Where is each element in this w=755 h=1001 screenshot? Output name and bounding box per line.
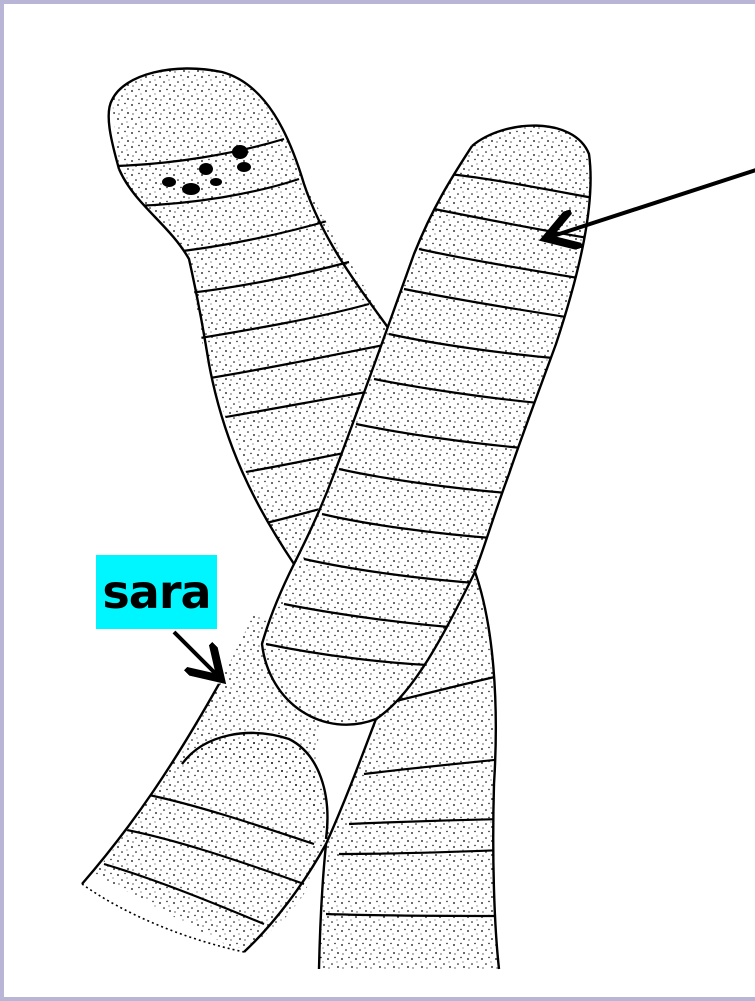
sara-label: sara: [102, 569, 210, 615]
sara-label-box: sara: [96, 555, 217, 629]
chromosome-drawing: [4, 4, 755, 1001]
pointer-arrow-sara: [174, 632, 218, 676]
